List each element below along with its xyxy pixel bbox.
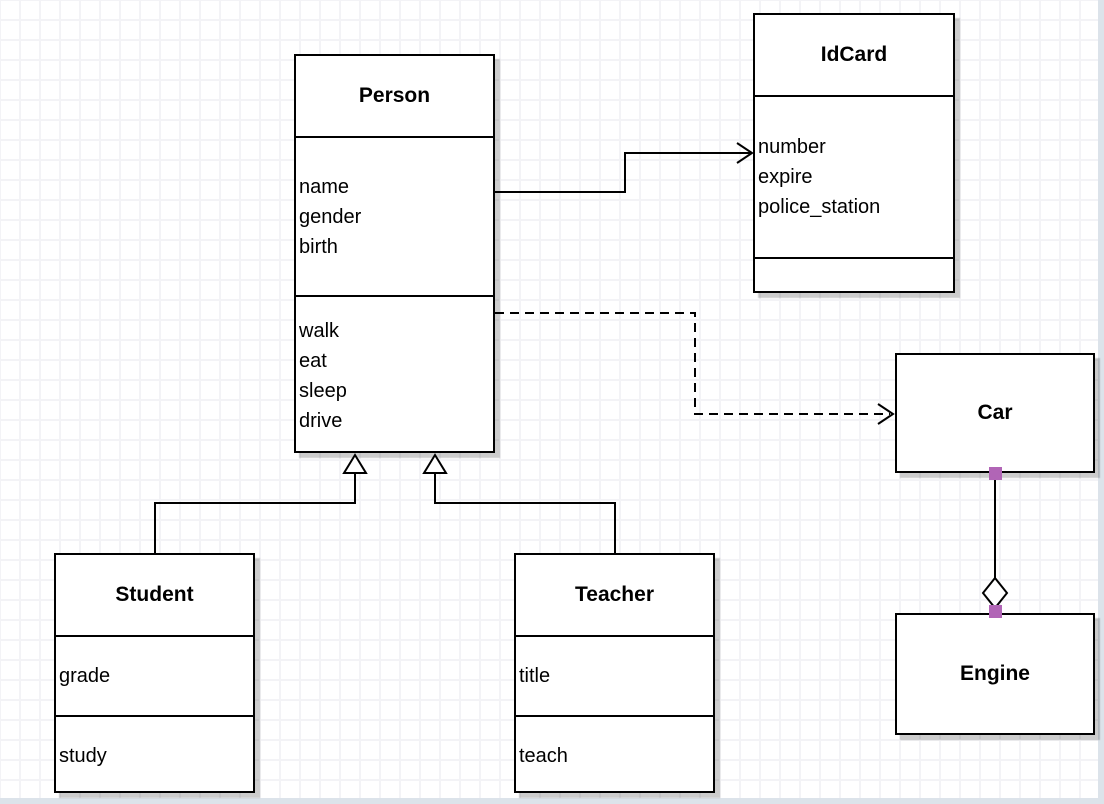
class-method: study	[59, 745, 107, 767]
class-attribute: title	[519, 665, 551, 687]
edge-aggregation-car-engine[interactable]	[981, 467, 1009, 618]
class-attribute: grade	[59, 665, 111, 687]
edge-generalization-teacher-person[interactable]	[422, 453, 616, 553]
uml-class-teacher[interactable]: Teacher title teach	[514, 553, 715, 793]
hollow-triangle-icon	[342, 453, 368, 474]
attributes-section: title	[516, 635, 713, 715]
class-attribute: birth	[299, 235, 338, 258]
class-attribute: police_station	[758, 196, 881, 218]
edge-association-person-idcard[interactable]	[495, 142, 754, 193]
class-method: drive	[299, 410, 343, 432]
class-title: Car	[977, 401, 1013, 424]
edge-generalization-student-person[interactable]	[154, 453, 368, 553]
uml-class-car[interactable]: Car	[895, 353, 1095, 473]
edge-dependency-person-car[interactable]	[495, 312, 895, 425]
class-title: Student	[115, 583, 194, 606]
methods-section: study	[56, 715, 253, 795]
class-attribute: expire	[758, 166, 813, 188]
open-arrow-icon	[877, 403, 895, 425]
class-method: sleep	[299, 380, 347, 402]
attributes-section: grade	[56, 635, 253, 715]
open-arrow-icon	[736, 142, 754, 164]
class-title: IdCard	[820, 43, 888, 66]
class-method: eat	[299, 350, 327, 372]
class-method: teach	[519, 745, 568, 767]
class-method: walk	[299, 320, 340, 342]
methods-section: walk eat sleep drive	[296, 295, 493, 455]
uml-class-person[interactable]: Person name gender birth walk eat sleep …	[294, 54, 495, 453]
selection-handle[interactable]	[989, 467, 1002, 480]
class-attribute: name	[299, 175, 350, 198]
class-attribute: gender	[299, 205, 362, 228]
horizontal-scrollbar[interactable]	[0, 798, 1104, 804]
uml-class-idcard[interactable]: IdCard number expire police_station	[753, 13, 955, 293]
methods-section-empty	[755, 257, 953, 295]
selection-handle[interactable]	[989, 605, 1002, 618]
vertical-scrollbar[interactable]	[1098, 0, 1104, 804]
hollow-diamond-icon	[981, 576, 1009, 610]
uml-class-student[interactable]: Student grade study	[54, 553, 255, 793]
attributes-section: name gender birth	[296, 136, 493, 295]
class-attribute: number	[758, 136, 826, 158]
class-title: Teacher	[575, 583, 654, 606]
attributes-section: number expire police_station	[755, 95, 953, 257]
hollow-triangle-icon	[422, 453, 448, 474]
uml-class-engine[interactable]: Engine	[895, 613, 1095, 735]
methods-section: teach	[516, 715, 713, 795]
class-title: Engine	[959, 662, 1030, 685]
class-title: Person	[358, 84, 431, 107]
